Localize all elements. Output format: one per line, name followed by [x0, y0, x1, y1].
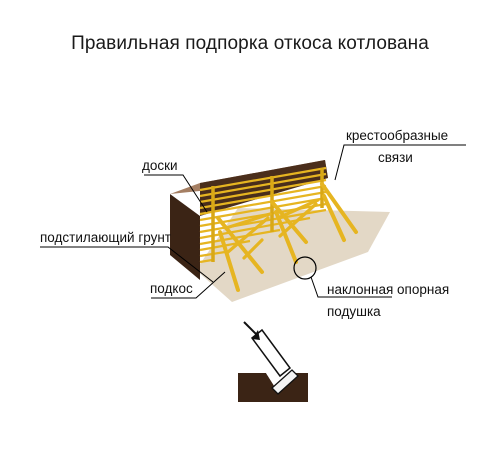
- label-pad-line2: подушка: [327, 304, 381, 319]
- label-cross-ties-line1: крестообразные: [346, 128, 449, 143]
- diagram-title: Правильная подпорка откоса котлована: [71, 33, 429, 54]
- pad-highlight-circle: [293, 256, 317, 280]
- label-boards: доски: [142, 158, 178, 173]
- leader-lines: [40, 144, 466, 299]
- soil-block-front: [170, 194, 200, 280]
- label-pad-line1: наклонная опорная: [327, 282, 450, 297]
- label-cross-ties-line2: связи: [378, 150, 413, 165]
- cross-ties: [224, 198, 320, 260]
- pad-detail-inset: [238, 321, 308, 402]
- label-strut: подкос: [150, 281, 193, 296]
- label-bedding-soil: подстилающий грунт: [40, 230, 171, 245]
